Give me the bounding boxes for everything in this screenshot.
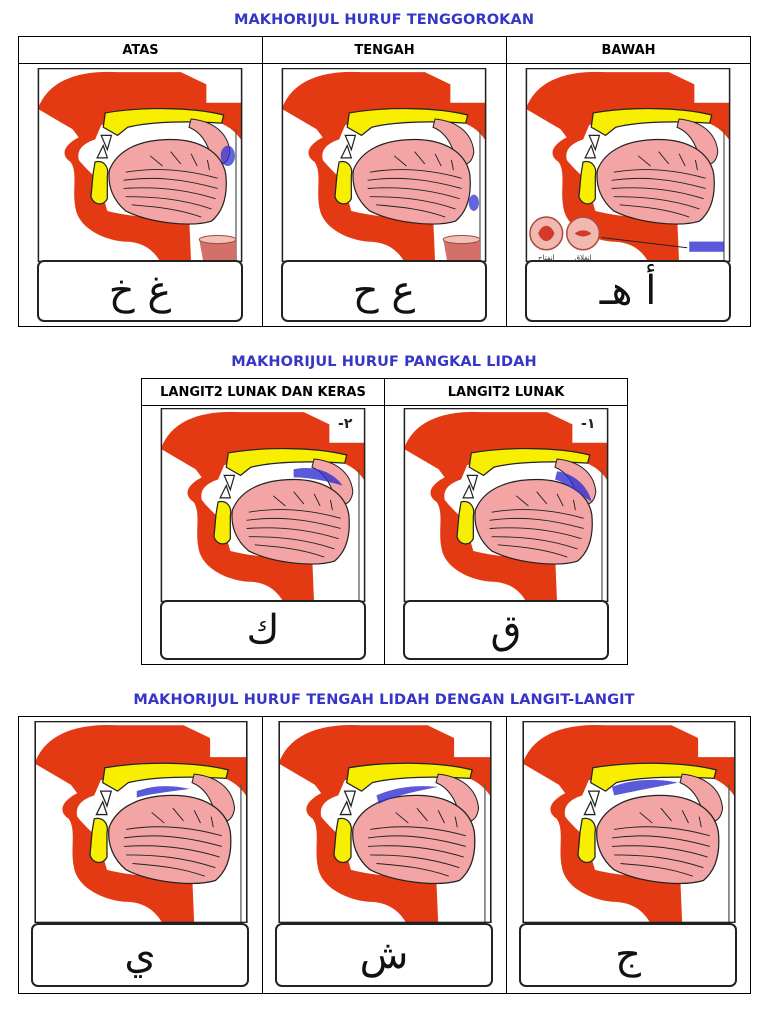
card-bawah: انفتاح انغلاق أ هـ xyxy=(507,64,751,326)
tongue-diagram-syin xyxy=(278,721,492,923)
tongue-diagram-ya xyxy=(34,721,248,923)
letter-label-lower: أ هـ xyxy=(525,260,731,322)
throat-diagram-middle xyxy=(281,68,487,262)
diagram-number-1: -١ xyxy=(581,416,596,432)
articulation-highlight xyxy=(293,468,343,486)
articulation-highlight xyxy=(611,779,678,796)
tongue-diagram-kaf xyxy=(160,408,366,602)
throat-diagram-lower: انفتاح انغلاق xyxy=(525,68,731,262)
section-1-title: MAKHORIJUL HURUF TENGGOROKAN xyxy=(233,12,535,28)
header-bawah: BAWAH xyxy=(506,36,751,64)
card-jim: ج xyxy=(507,717,751,993)
throat-diagram-upper xyxy=(37,68,243,262)
diagram-number-2: -٢ xyxy=(338,416,353,432)
tongue-diagram-qaf xyxy=(403,408,609,602)
header-atas: ATAS xyxy=(18,36,263,64)
tongue-diagram-jim xyxy=(522,721,736,923)
section-2-title: MAKHORIJUL HURUF PANGKAL LIDAH xyxy=(231,354,537,370)
articulation-highlight xyxy=(220,145,235,167)
card-kaf: -٢ ك xyxy=(142,406,385,664)
articulation-highlight xyxy=(468,194,479,211)
letter-label-syin: ش xyxy=(275,923,493,987)
letter-label-upper: غ خ xyxy=(37,260,243,322)
header-langit-lunak: LANGIT2 LUNAK xyxy=(384,378,628,406)
articulation-highlight xyxy=(555,471,592,502)
larynx-closed-label: انغلاق xyxy=(574,253,591,262)
letter-label-kaf: ك xyxy=(160,600,366,660)
section-1-table: ATAS TENGAH BAWAH غ خ ع ح xyxy=(18,36,751,327)
section-3-table: ي ش ج xyxy=(18,716,751,994)
card-atas: غ خ xyxy=(19,64,263,326)
letter-label-jim: ج xyxy=(519,923,737,987)
letter-label-qaf: ق xyxy=(403,600,609,660)
card-ya: ي xyxy=(19,717,263,993)
section-3-title: MAKHORIJUL HURUF TENGAH LIDAH DENGAN LAN… xyxy=(133,692,635,708)
header-tengah: TENGAH xyxy=(262,36,507,64)
articulation-highlight xyxy=(689,241,724,252)
letter-label-middle: ع ح xyxy=(281,260,487,322)
larynx-closed-icon xyxy=(565,216,601,251)
header-langit-lunak-keras: LANGIT2 LUNAK DAN KERAS xyxy=(141,378,385,406)
larynx-open-label: انفتاح xyxy=(538,253,555,262)
articulation-highlight xyxy=(136,786,190,798)
articulation-highlight xyxy=(376,786,439,804)
larynx-open-icon xyxy=(529,216,564,251)
card-syin: ش xyxy=(263,717,507,993)
card-tengah: ع ح xyxy=(263,64,507,326)
section-2-table: LANGIT2 LUNAK DAN KERAS LANGIT2 LUNAK -٢… xyxy=(141,378,628,665)
card-qaf: -١ ق xyxy=(385,406,628,664)
letter-label-ya: ي xyxy=(31,923,249,987)
